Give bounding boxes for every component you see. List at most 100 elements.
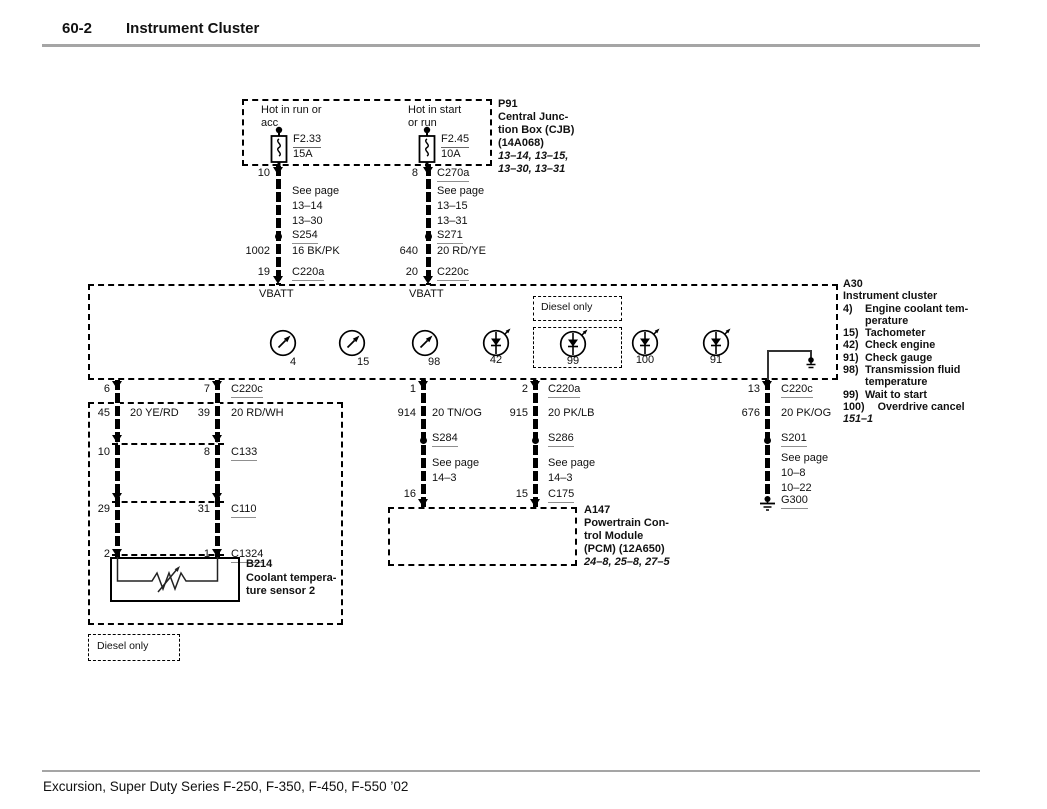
connector-arrow-icon [212,493,222,501]
splice-dot-icon [532,437,539,444]
connector-label: C220c [781,383,813,398]
component-page-ref: 151–1 [843,413,874,426]
connector-arrow-icon [273,276,283,284]
splice-label: S286 [548,432,574,447]
a30-legend: A30 Instrument cluster 4)Engine coolant … [843,278,1043,426]
legend-num: 98) [843,364,859,377]
indicator-pin-label: 99 [566,355,580,367]
inline-connector-line [112,554,224,556]
pin-number: 29 [97,503,110,515]
gauge-pin-label: 4 [290,356,297,368]
internal-wire [810,350,812,359]
legend-num [843,315,862,327]
connector-arrow-icon [418,381,428,389]
legend-text: temperature [865,376,928,389]
legend-num: 42) [843,339,859,352]
circuit-number: 45 [97,407,110,419]
wire-segment [426,166,431,285]
pin-number: 15 [515,488,528,500]
inline-connector-line [112,501,224,503]
diesel-only-tag-box [88,634,180,661]
pin-number: 2 [521,383,528,395]
circuit-number: 1002 [245,245,270,257]
connector-label: C220a [548,383,581,398]
pin-number: 8 [203,446,210,458]
cjb-p91-box [242,99,492,166]
wire-color-label: 20 PK/LB [548,407,595,419]
connector-arrow-icon [212,549,222,557]
connector-label: C220a [292,266,325,281]
connector-label: C220c [437,266,469,281]
wire-color-label: 16 BK/PK [292,245,340,257]
splice-label: S254 [292,229,318,244]
wire-segment [215,380,220,557]
splice-label: S284 [432,432,458,447]
footer-rule [42,770,980,772]
component-page-ref: 13–14, 13–15, [498,150,569,162]
legend-num: 15) [843,327,859,340]
wire-color-label: 20 RD/YE [437,245,486,257]
wire-color-label: 20 YE/RD [130,407,179,419]
pin-number: 10 [257,167,270,179]
internal-wire [767,350,812,352]
instrument-cluster-a30-box [88,284,838,380]
splice-dot-icon [275,233,282,240]
connector-arrow-icon [530,499,540,507]
hot-feed-right-label2: or run [408,117,437,129]
hot-feed-left-label2: acc [261,117,279,129]
connector-arrow-icon [418,499,428,507]
circuit-number: 39 [197,407,210,419]
cjb-p91-label: P91 Central Junc- tion Box (CJB) (14A068… [498,98,574,176]
legend-text: Transmission fluid [865,364,961,377]
coolant-sensor-b214-box [110,557,240,602]
see-page-ref: 10–8 [781,467,806,479]
connector-arrow-icon [530,381,540,389]
connector-arrow-icon [423,167,433,175]
wire-segment [115,380,120,557]
connector-arrow-icon [212,435,222,443]
connector-label: C270a [437,167,470,182]
header-rule [42,44,980,47]
connector-arrow-icon [762,381,772,389]
connector-arrow-icon [112,435,122,443]
connector-arrow-icon [273,167,283,175]
see-page-ref: 14–3 [432,472,457,484]
gauge-pin-label: 15 [357,356,370,368]
footer-text: Excursion, Super Duty Series F-250, F-35… [43,779,409,794]
fuse-icon [270,126,288,168]
see-page-label: See page [781,452,829,464]
pcm-a147-label: A147 Powertrain Con- trol Module (PCM) (… [584,504,670,569]
component-desc: (14A068) [498,137,544,149]
connector-label: C110 [231,503,257,518]
legend-num [843,376,862,388]
legend-text: Wait to start [865,388,927,401]
internal-wire [767,350,769,380]
component-desc: trol Module [584,530,644,542]
component-id: P91 [498,98,518,110]
indicator-pin-label: 100 [635,354,655,366]
splice-label: S201 [781,432,807,447]
splice-dot-icon [764,437,771,444]
pin-number: 6 [103,383,110,395]
component-id: B214 [246,558,273,570]
ground-label: G300 [781,494,808,509]
fuse-icon [418,126,436,168]
component-desc: Powertrain Con- [584,517,669,529]
indicator-pin-label: 42 [489,354,503,366]
see-page-ref: 13–14 [292,200,323,212]
pcm-a147-box [388,507,577,566]
thermistor-icon [116,557,219,593]
component-id: A147 [584,504,611,516]
connector-arrow-icon [423,276,433,284]
connector-label: C220c [231,383,263,398]
pin-number: 31 [197,503,210,515]
page-code: 60-2 [62,20,93,37]
indicator-lamp-icon [702,328,731,357]
connector-arrow-icon [112,549,122,557]
component-desc: Central Junc- [498,111,569,123]
legend-text: Overdrive cancel [877,400,965,413]
splice-dot-icon [420,437,427,444]
see-page-ref: 13–31 [437,215,468,227]
connector-arrow-icon [112,381,122,389]
